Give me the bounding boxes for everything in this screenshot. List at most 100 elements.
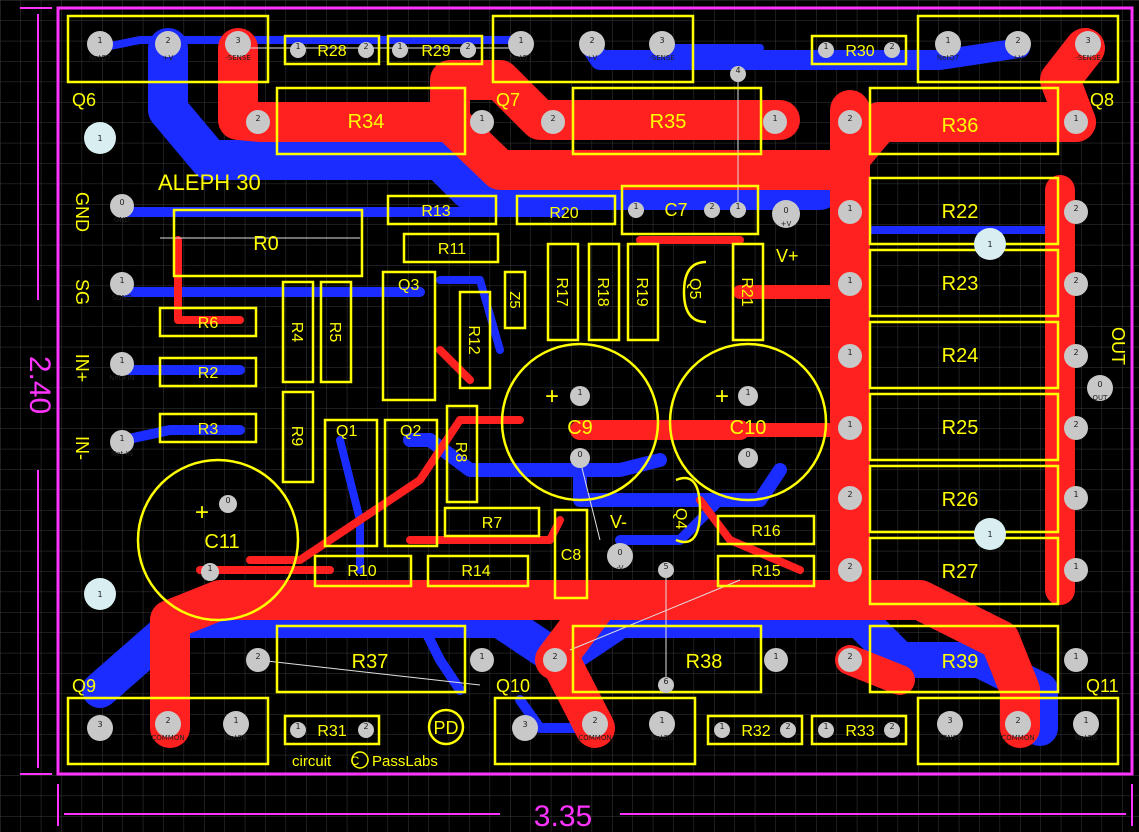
pad-number-32: 2 bbox=[847, 490, 852, 499]
pad-62 bbox=[818, 42, 834, 58]
top-copper-traces bbox=[150, 28, 1105, 748]
pad-q10-2: COMMON bbox=[578, 734, 611, 742]
pad-21 bbox=[763, 110, 787, 134]
pad-40 bbox=[838, 648, 862, 672]
label-r27: R27 bbox=[942, 561, 979, 583]
pad-27 bbox=[1064, 272, 1088, 296]
pad-18 bbox=[246, 110, 270, 134]
pad-17 bbox=[1073, 711, 1099, 737]
pad-64 bbox=[290, 722, 306, 738]
pad-inp: Net+IN bbox=[109, 374, 134, 382]
label-r36: R36 bbox=[942, 115, 979, 137]
pad-number-50: 0 bbox=[577, 450, 582, 459]
pad-sg: SGND bbox=[112, 294, 133, 302]
label-q8: Q8 bbox=[1090, 90, 1114, 110]
pad-number-42: 0 bbox=[119, 198, 124, 207]
pad-number-39: 1 bbox=[773, 652, 778, 661]
label-r11: R11 bbox=[438, 241, 466, 258]
pad-number-53: 0 bbox=[225, 496, 230, 505]
pad-vplus: +V bbox=[781, 220, 792, 228]
mounting-hole-2 bbox=[974, 228, 1006, 260]
pad-number-61: 2 bbox=[465, 42, 470, 51]
label-r13: R13 bbox=[421, 203, 450, 220]
pad-number-24: 1 bbox=[847, 204, 852, 213]
pad-10 bbox=[155, 711, 181, 737]
pad-70 bbox=[730, 202, 746, 218]
label-q4: Q4 bbox=[672, 508, 689, 529]
pad-number-9: 3 bbox=[97, 720, 102, 729]
pad-number-0: 1 bbox=[97, 36, 102, 45]
label-r32: R32 bbox=[741, 723, 770, 740]
label-q3: Q3 bbox=[398, 277, 419, 294]
pad-59 bbox=[358, 42, 374, 58]
pad-47 bbox=[607, 543, 633, 569]
label-gnd: GND bbox=[72, 192, 92, 232]
pad-q9-1: NetQ6 bbox=[225, 734, 248, 742]
pad-q8-2: +V bbox=[1013, 54, 1024, 62]
pad-57 bbox=[658, 677, 674, 693]
label-q11: Q11 bbox=[1086, 676, 1119, 696]
pad-q8-1: NetQ7 bbox=[937, 54, 959, 62]
label-q7: Q7 bbox=[496, 90, 520, 110]
label-r39: R39 bbox=[942, 651, 979, 673]
pad-13 bbox=[582, 711, 608, 737]
pad-number-66: 1 bbox=[719, 722, 724, 731]
pad-58 bbox=[290, 42, 306, 58]
label-q5: Q5 bbox=[686, 278, 703, 299]
mounting-hole-number-1: 1 bbox=[97, 590, 102, 599]
label-q6: Q6 bbox=[72, 90, 96, 110]
pad-number-14: 1 bbox=[659, 716, 664, 725]
board-outline bbox=[56, 6, 1134, 776]
pad-72 bbox=[704, 202, 720, 218]
dim-height-label: 2.40 bbox=[23, 356, 56, 414]
credit-copyright: C bbox=[351, 754, 360, 768]
pad-66 bbox=[714, 722, 730, 738]
label-r2: R2 bbox=[198, 365, 219, 382]
pad-number-49: 1 bbox=[577, 388, 582, 397]
dimension-lines bbox=[20, 7, 1133, 826]
pad-19 bbox=[470, 110, 494, 134]
label-c11: C11 bbox=[204, 531, 239, 553]
pad-number-13: 2 bbox=[592, 716, 597, 725]
pad-25 bbox=[1064, 200, 1088, 224]
pad-32 bbox=[838, 486, 862, 510]
pad-22 bbox=[838, 110, 862, 134]
pad-inn: Net-IN bbox=[111, 450, 133, 458]
pad-number-26: 1 bbox=[847, 276, 852, 285]
label-q1: Q1 bbox=[336, 423, 357, 440]
pad-52 bbox=[738, 448, 758, 468]
label-r26: R26 bbox=[942, 489, 979, 511]
pad-44 bbox=[110, 352, 134, 376]
label-out: OUT bbox=[1108, 327, 1128, 365]
label-r17: R17 bbox=[553, 277, 570, 306]
label-sg: SG bbox=[72, 279, 92, 305]
pad-41 bbox=[1064, 648, 1088, 672]
pad-29 bbox=[1064, 344, 1088, 368]
pad-26 bbox=[838, 272, 862, 296]
logo-pd: PD bbox=[433, 718, 458, 738]
pad-number-12: 3 bbox=[522, 720, 527, 729]
pad-6 bbox=[935, 31, 961, 57]
pad-number-5: 3 bbox=[659, 36, 664, 45]
pad-number-3: 1 bbox=[518, 36, 523, 45]
pad-number-46: 0 bbox=[783, 206, 788, 215]
credit-brand: PassLabs bbox=[372, 753, 438, 770]
pad-number-55: 4 bbox=[735, 66, 740, 75]
pad-23 bbox=[1064, 110, 1088, 134]
pad-q10-1: NetQ6 bbox=[651, 734, 674, 742]
pad-55 bbox=[730, 66, 746, 82]
pad-67 bbox=[780, 722, 796, 738]
pad-vminus: -V bbox=[617, 564, 624, 572]
pad-q6-2: +V bbox=[163, 54, 174, 62]
pad-33 bbox=[1064, 486, 1088, 510]
pad-50 bbox=[570, 448, 590, 468]
label-q10: Q10 bbox=[496, 676, 530, 696]
label-r28: R28 bbox=[317, 43, 346, 60]
pad-number-18: 2 bbox=[255, 114, 260, 123]
pad-34 bbox=[838, 558, 862, 582]
c10-plus: + bbox=[715, 383, 729, 410]
pad-51 bbox=[738, 386, 758, 406]
pad-number-65: 2 bbox=[363, 722, 368, 731]
